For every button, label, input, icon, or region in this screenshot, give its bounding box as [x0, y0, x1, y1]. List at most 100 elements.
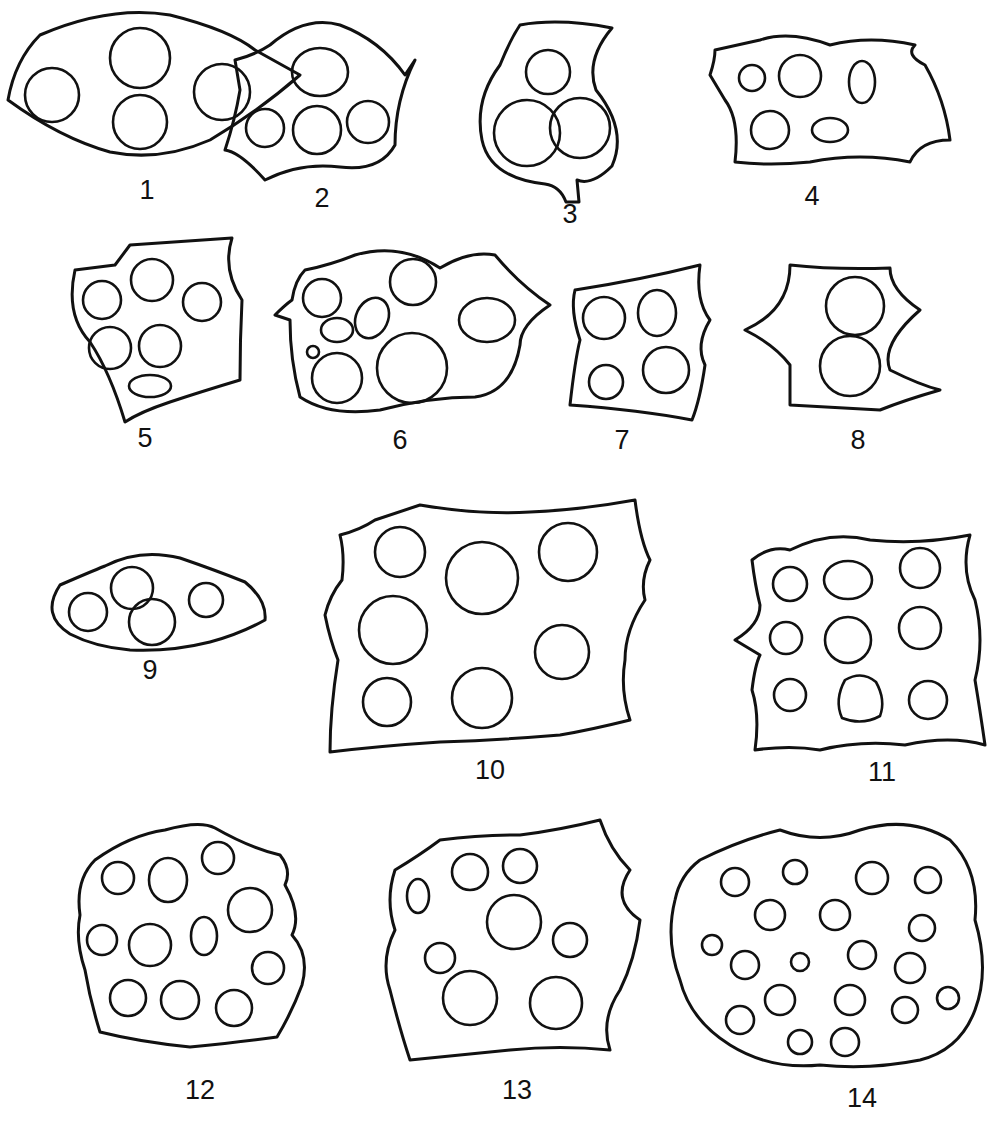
callout-number: 3 [562, 201, 577, 228]
cell-figure [745, 265, 940, 410]
pore [751, 111, 789, 149]
callout-number: 11 [868, 759, 896, 786]
pore [535, 625, 589, 679]
pore [89, 327, 131, 369]
pore [779, 55, 821, 97]
pore [363, 678, 411, 726]
callout-number: 14 [847, 1085, 877, 1112]
pore [307, 346, 319, 358]
pore [459, 298, 515, 342]
pore [820, 336, 880, 396]
pore [110, 980, 146, 1016]
pore [892, 997, 918, 1023]
pore [909, 915, 935, 941]
callout-number: 4 [804, 183, 819, 210]
pore [526, 50, 570, 94]
cell-figure [78, 824, 304, 1047]
pore [702, 935, 722, 955]
pore [149, 858, 187, 902]
pore [189, 583, 223, 617]
pore [452, 668, 512, 728]
pore [102, 862, 134, 894]
callout-number: 9 [142, 657, 157, 684]
cell-figure [225, 23, 415, 181]
pore [503, 849, 537, 883]
pore [293, 106, 341, 154]
pore [183, 283, 221, 321]
callout-number: 1 [139, 177, 154, 204]
cell-figure [480, 22, 617, 202]
pore [407, 879, 429, 913]
pore [550, 98, 610, 158]
pore [826, 277, 884, 335]
pore [937, 987, 959, 1009]
pore [87, 925, 117, 955]
pore [820, 900, 850, 930]
pore [292, 48, 348, 96]
cell-outline [570, 265, 710, 420]
pore [443, 971, 497, 1025]
pore [446, 542, 518, 614]
cell-outline [78, 824, 304, 1047]
pore [812, 118, 848, 142]
cell-figure [8, 13, 300, 156]
pore [216, 990, 252, 1026]
callout-number: 6 [392, 427, 407, 454]
pore [252, 952, 284, 984]
pore [583, 297, 625, 339]
pore [774, 679, 806, 711]
pore [349, 292, 396, 344]
pore [825, 617, 871, 663]
pore [377, 333, 447, 403]
pore [643, 347, 689, 393]
pore [312, 353, 362, 403]
pore [835, 985, 865, 1015]
pore [589, 365, 623, 399]
cell-outline [671, 824, 983, 1066]
cell-outline [275, 251, 550, 412]
cell-outline [386, 820, 640, 1060]
cell-figure [52, 554, 265, 650]
pore [194, 64, 250, 120]
pore [191, 917, 217, 955]
callout-number: 12 [185, 1077, 215, 1104]
cell-outline [710, 36, 950, 164]
pore [553, 923, 587, 957]
cell-figure [72, 238, 242, 422]
cell-figure [275, 251, 550, 412]
pore [899, 607, 941, 649]
pore [773, 567, 807, 601]
callout-number: 2 [314, 185, 329, 212]
pore [849, 61, 875, 103]
pore [831, 1028, 859, 1056]
pore [856, 862, 888, 894]
pore [228, 888, 272, 932]
cell-figure [710, 36, 950, 164]
pore [113, 95, 167, 149]
pore [909, 681, 947, 719]
pore [25, 68, 79, 122]
pore [452, 854, 488, 890]
cell-outline [8, 13, 300, 156]
pore [375, 527, 425, 577]
cell-outline [72, 238, 242, 422]
pore [539, 523, 597, 581]
pore [638, 290, 676, 336]
pore [303, 279, 341, 317]
pore [530, 977, 582, 1029]
pore [69, 593, 107, 631]
pore [770, 622, 802, 654]
cell-outline [225, 23, 415, 181]
pore [359, 596, 427, 664]
pore [111, 567, 153, 609]
pore [726, 1006, 754, 1034]
cell-figure [671, 824, 983, 1066]
pore [731, 951, 759, 979]
pore [839, 675, 883, 721]
pore [131, 259, 173, 301]
pore [824, 561, 872, 599]
pore [900, 548, 940, 588]
pore [783, 860, 807, 884]
pore [915, 867, 941, 893]
